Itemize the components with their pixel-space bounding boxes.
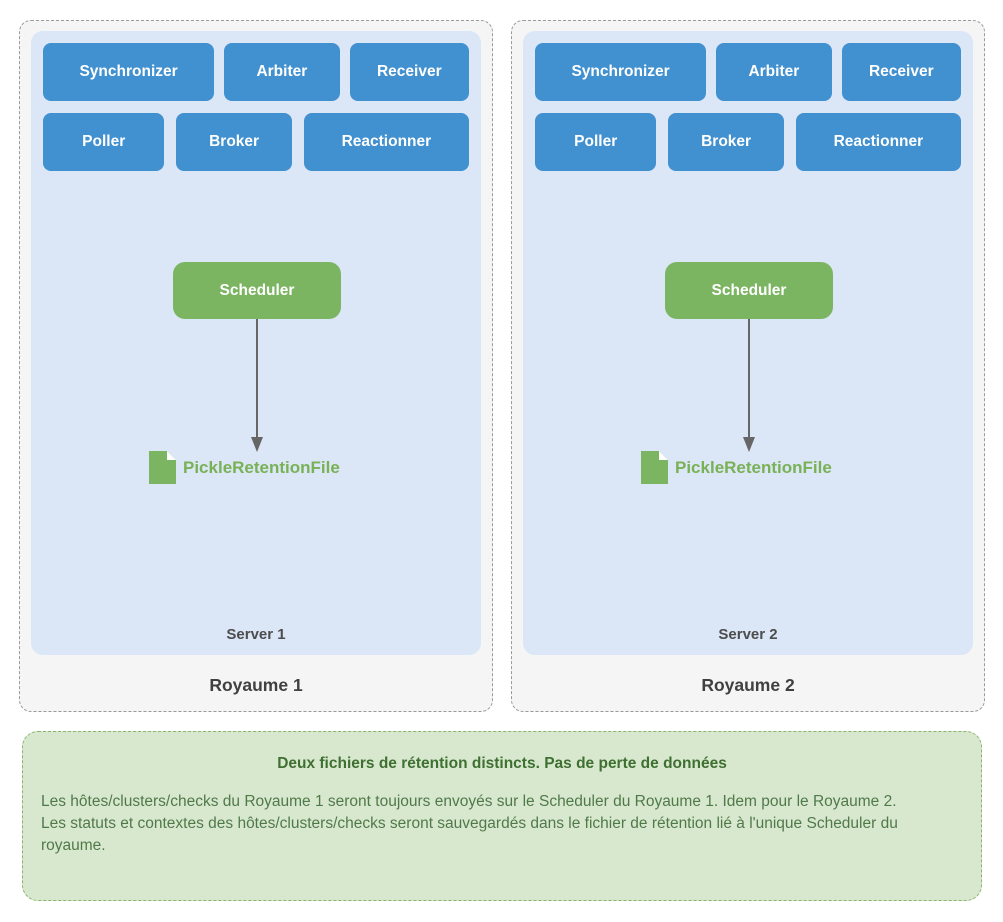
daemon-synchronizer: Synchronizer bbox=[43, 43, 215, 101]
server-label: Server 2 bbox=[718, 626, 778, 643]
daemon-row-2: Poller Broker Reactionner bbox=[43, 113, 469, 171]
daemon-broker: Broker bbox=[668, 113, 784, 171]
note-body-line-1: Les hôtes/clusters/checks du Royaume 1 s… bbox=[41, 793, 897, 810]
retention-file: PickleRetentionFile bbox=[641, 451, 832, 484]
realm-label: Royaume 1 bbox=[209, 675, 303, 695]
daemon-poller: Poller bbox=[43, 113, 165, 171]
file-icon bbox=[641, 451, 668, 484]
server-label: Server 1 bbox=[226, 626, 286, 643]
daemon-arbiter: Arbiter bbox=[716, 43, 832, 101]
realm-1-panel: Synchronizer Arbiter Receiver Poller Bro… bbox=[19, 20, 493, 712]
daemon-receiver: Receiver bbox=[841, 43, 961, 101]
note-body-line-2: Les statuts et contextes des hôtes/clust… bbox=[41, 815, 898, 854]
scheduler-to-retention-arrow bbox=[743, 319, 755, 452]
daemon-row-1: Synchronizer Arbiter Receiver bbox=[535, 43, 961, 101]
daemon-arbiter: Arbiter bbox=[224, 43, 340, 101]
scheduler-box: Scheduler bbox=[665, 262, 833, 319]
daemon-row-1: Synchronizer Arbiter Receiver bbox=[43, 43, 469, 101]
retention-file-label: PickleRetentionFile bbox=[675, 457, 832, 477]
daemon-receiver: Receiver bbox=[349, 43, 469, 101]
realm-label: Royaume 2 bbox=[701, 675, 795, 695]
daemon-row-2: Poller Broker Reactionner bbox=[535, 113, 961, 171]
server-2-box: Synchronizer Arbiter Receiver Poller Bro… bbox=[523, 31, 973, 655]
server-1-box: Synchronizer Arbiter Receiver Poller Bro… bbox=[31, 31, 481, 655]
realm-2-panel: Synchronizer Arbiter Receiver Poller Bro… bbox=[511, 20, 985, 712]
daemon-synchronizer: Synchronizer bbox=[535, 43, 707, 101]
scheduler-to-retention-arrow bbox=[251, 319, 263, 452]
daemon-reactionner: Reactionner bbox=[795, 113, 961, 171]
daemon-poller: Poller bbox=[535, 113, 657, 171]
note-title: Deux fichiers de rétention distincts. Pa… bbox=[277, 755, 727, 772]
retention-file: PickleRetentionFile bbox=[149, 451, 340, 484]
retention-note: Deux fichiers de rétention distincts. Pa… bbox=[22, 731, 982, 901]
daemon-broker: Broker bbox=[176, 113, 292, 171]
scheduler-box: Scheduler bbox=[173, 262, 341, 319]
file-icon bbox=[149, 451, 176, 484]
retention-file-label: PickleRetentionFile bbox=[183, 457, 340, 477]
daemon-reactionner: Reactionner bbox=[303, 113, 469, 171]
